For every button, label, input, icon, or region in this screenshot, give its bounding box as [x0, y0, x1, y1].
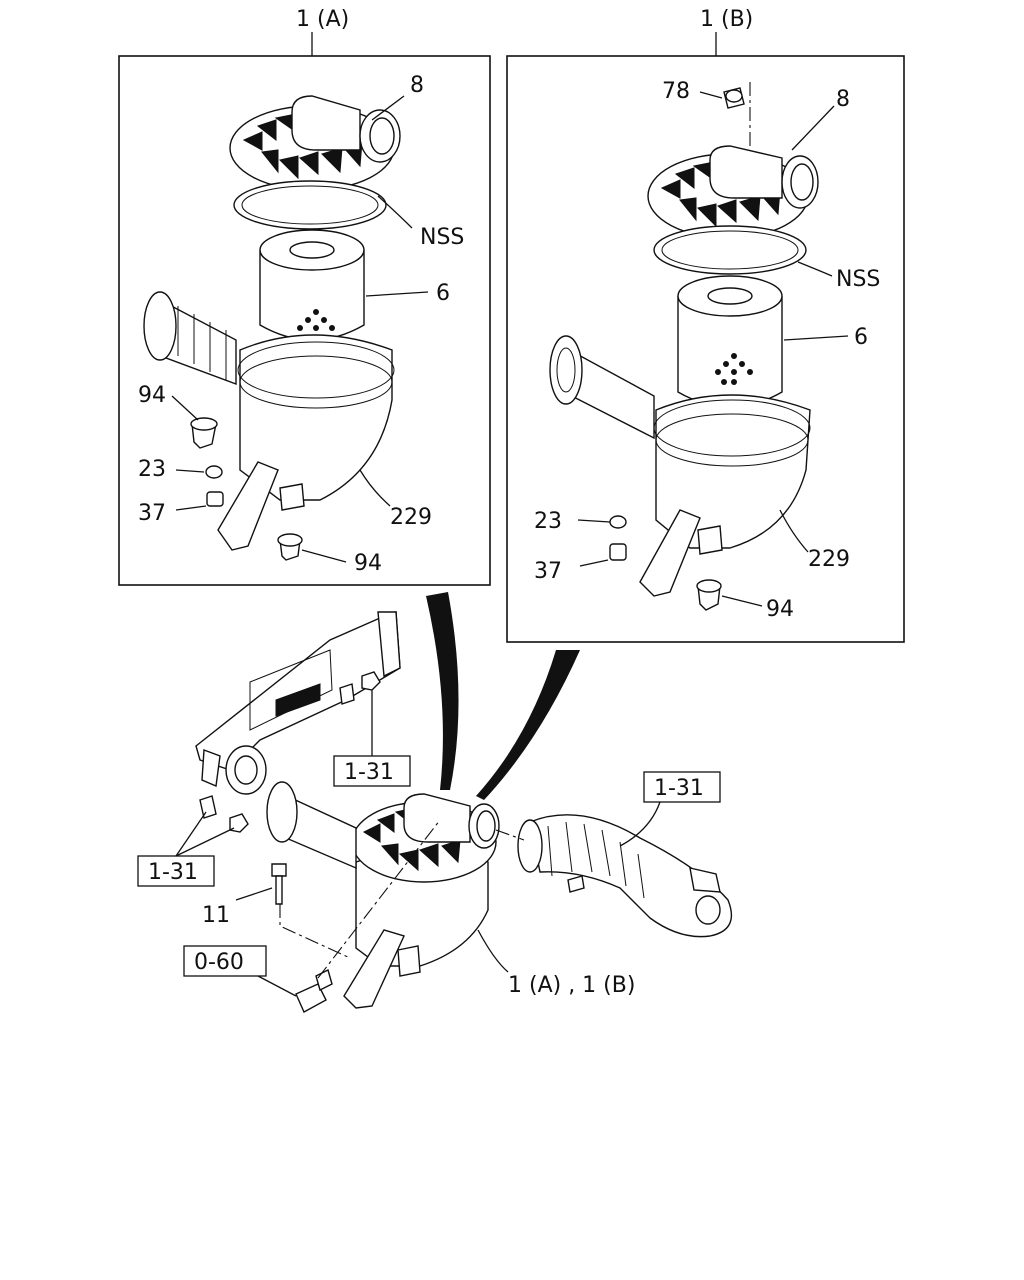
panel-b-filter-element — [677, 275, 783, 408]
bolt-11 — [271, 863, 351, 959]
panel-b-housing — [549, 335, 811, 549]
panel-a-frame — [118, 55, 491, 586]
panel-a-seal-ring — [233, 180, 387, 230]
panel-b-bracket — [639, 509, 701, 597]
panel-a-label-94-upper: 94 — [138, 383, 166, 408]
panel-a-title: 1 (A) — [296, 7, 349, 32]
panel-a-label-23: 23 — [138, 457, 166, 482]
panel-a-label-nss: NSS — [420, 225, 464, 250]
panel-b-label-nss: NSS — [836, 267, 880, 292]
panel-a-washer-23 — [205, 465, 223, 479]
panel-b-grommet-37 — [609, 543, 627, 561]
panel-b-label-23: 23 — [534, 509, 562, 534]
panel-a-top-cover — [229, 95, 401, 191]
panel-b-washer-23 — [609, 515, 627, 529]
panel-a: 1 (A) — [118, 7, 491, 586]
ref-box-bracket: 1-31 — [333, 755, 411, 787]
ref-box-sensor: 0-60 — [183, 945, 267, 977]
panel-a-label-6: 6 — [436, 281, 450, 306]
panel-b-title: 1 (B) — [700, 7, 753, 32]
ref-label-hose: 1-31 — [654, 776, 704, 801]
ref-box-bolts: 1-31 — [137, 855, 215, 887]
panel-b-label-229: 229 — [808, 547, 850, 572]
panel-a-grommet-37 — [206, 491, 224, 507]
panel-a-label-94-lower: 94 — [354, 551, 382, 576]
label-11: 11 — [202, 903, 230, 928]
air-cleaner-assembly — [266, 781, 500, 1013]
intake-hose — [495, 814, 733, 938]
panel-b: 1 (B) — [506, 7, 905, 643]
ref-label-sensor: 0-60 — [194, 950, 244, 975]
pointer-arrow-a — [426, 592, 459, 790]
panel-a-housing — [143, 291, 395, 501]
sensor-0-60 — [295, 968, 333, 1013]
bracket-bolt — [339, 683, 355, 705]
pointer-arrow-b — [476, 650, 580, 800]
panel-a-label-8: 8 — [410, 73, 424, 98]
bracket-nut — [361, 671, 381, 691]
main-assembly: 1-31 1-31 1-31 0-60 11 1 (A) , 1 (B) — [137, 611, 733, 1013]
panel-a-filter-element — [259, 229, 365, 341]
bracket-lower-nut — [229, 813, 249, 833]
panel-a-label-229: 229 — [390, 505, 432, 530]
panel-a-label-37: 37 — [138, 501, 166, 526]
panel-b-top-cover — [647, 145, 819, 239]
ref-label-bolts: 1-31 — [148, 860, 198, 885]
bracket-lower-bolt — [199, 795, 217, 819]
panel-b-label-6: 6 — [854, 325, 868, 350]
panel-a-bracket — [217, 461, 279, 551]
panel-b-label-8: 8 — [836, 87, 850, 112]
ref-box-hose: 1-31 — [643, 771, 721, 803]
ref-label-bracket: 1-31 — [344, 760, 394, 785]
label-assembly: 1 (A) , 1 (B) — [508, 973, 635, 998]
panel-b-label-37: 37 — [534, 559, 562, 584]
panel-b-label-94: 94 — [766, 597, 794, 622]
panel-b-seal-ring — [653, 225, 807, 275]
panel-b-label-78: 78 — [662, 79, 690, 104]
panel-b-frame — [506, 55, 905, 643]
